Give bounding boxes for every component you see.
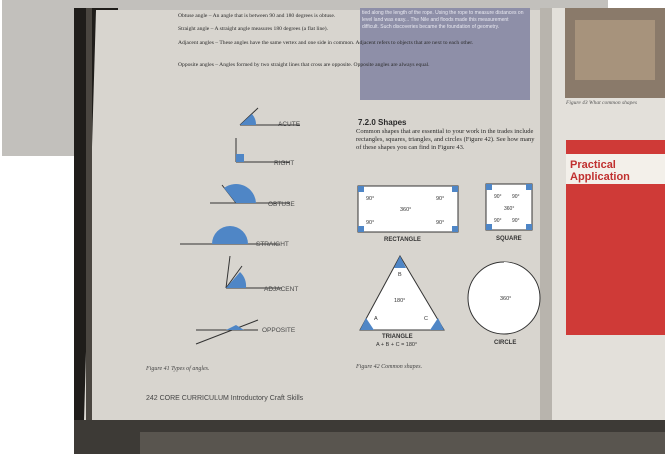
figure-42-caption: Figure 42 Common shapes. xyxy=(355,363,422,370)
rect-label: RECTANGLE xyxy=(384,237,421,243)
triangle-vertex-b: B xyxy=(398,272,402,278)
label-obtuse: OBTUSE xyxy=(268,201,295,208)
bullet-4: Opposite angles – Angles formed by two s… xyxy=(178,61,430,68)
rect-corner-3: 90° xyxy=(366,220,374,226)
rect-corner-1: 90° xyxy=(366,196,374,202)
square-shape xyxy=(485,183,533,231)
rect-center: 360° xyxy=(400,207,411,213)
rectangle-shape xyxy=(357,185,459,233)
figure-41-caption: Figure 41 Types of angles. xyxy=(145,365,210,372)
square-corner-3: 90° xyxy=(494,218,502,224)
bullet-2: Straight angle – A straight angle measur… xyxy=(178,25,329,32)
triangle-vertex-a: A xyxy=(374,316,378,322)
practical-title-1: Practical xyxy=(570,159,616,171)
sidebar-box xyxy=(360,8,530,100)
label-acute: ACUTE xyxy=(278,121,301,128)
figure-43-caption: Figure 43 What common shapes xyxy=(565,99,637,106)
bullet-1: Obtuse angle – An angle that is between … xyxy=(178,13,336,19)
triangle-formula: A + B + C = 180° xyxy=(376,342,417,348)
practical-title-2: Application xyxy=(570,171,630,183)
label-right: RIGHT xyxy=(274,160,294,167)
page-footer: 242 CORE CURRICULUM Introductory Craft S… xyxy=(146,395,304,402)
bullet-3: Adjacent angles – These angles have the … xyxy=(178,39,474,46)
triangle-center: 180° xyxy=(394,298,405,304)
rect-corner-4: 90° xyxy=(436,220,444,226)
circle-center: 360° xyxy=(500,296,511,302)
square-label: SQUARE xyxy=(496,236,522,242)
section-text: Common shapes that are essential to your… xyxy=(356,128,535,151)
triangle-label: TRIANGLE xyxy=(382,334,413,340)
sidebar-text: tied along the length of the rope. Using… xyxy=(362,10,524,30)
square-corner-2: 90° xyxy=(512,194,520,200)
triangle-vertex-c: C xyxy=(424,316,428,322)
section-title: 7.2.0 Shapes xyxy=(358,118,407,127)
square-corner-4: 90° xyxy=(512,218,520,224)
square-corner-1: 90° xyxy=(494,194,502,200)
label-straight: STRAIGHT xyxy=(256,241,289,248)
triangle-shape xyxy=(359,254,445,331)
square-center: 360° xyxy=(504,206,514,212)
label-adjacent: ADJACENT xyxy=(264,286,298,293)
label-opposite: OPPOSITE xyxy=(262,327,296,334)
rect-corner-2: 90° xyxy=(436,196,444,202)
circle-label: CIRCLE xyxy=(494,340,516,346)
